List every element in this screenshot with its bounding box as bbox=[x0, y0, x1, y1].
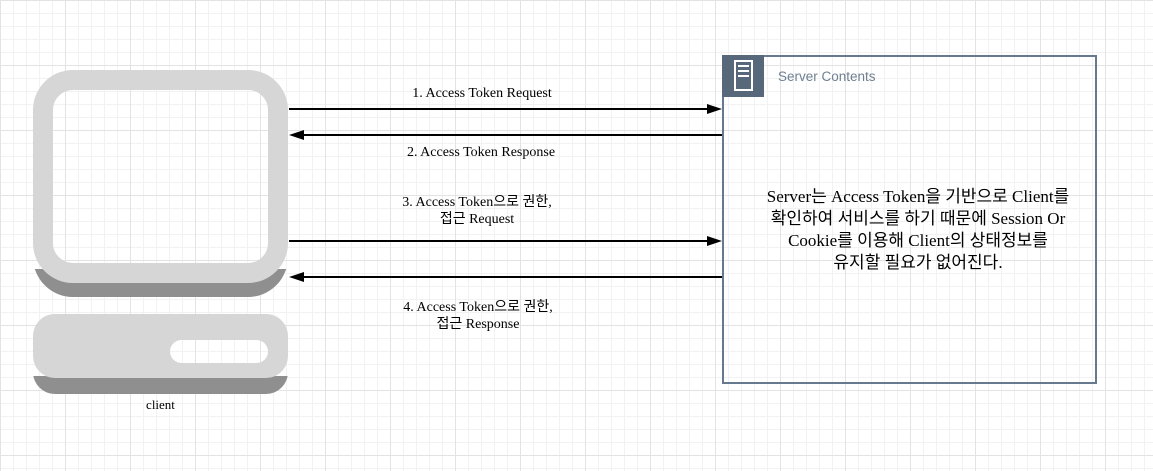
message-4-line2: 접근 Response bbox=[436, 317, 520, 332]
message-4-label: 4. Access Token으로 권한, 접근 Response bbox=[368, 299, 588, 333]
server-description-line2: 확인하여 서비스를 하기 때문에 Session Or bbox=[770, 209, 1066, 228]
keyboard-slot bbox=[170, 340, 268, 363]
server-rack-icon bbox=[722, 55, 764, 97]
client-label: client bbox=[146, 397, 175, 412]
server-description-line3: Cookie를 이용해 Client의 상태정보를 bbox=[788, 231, 1048, 250]
server-description-line4: 유지할 필요가 없어진다. bbox=[833, 253, 1003, 272]
server-title: Server Contents bbox=[778, 69, 876, 84]
monitor-screen bbox=[51, 88, 270, 265]
message-3-line1: 3. Access Token으로 권한, bbox=[402, 195, 552, 210]
server-description-line1: Server는 Access Token을 기반으로 Client를 bbox=[766, 187, 1070, 206]
arrowhead-right-icon bbox=[707, 104, 722, 114]
arrowhead-left-icon bbox=[289, 272, 304, 282]
arrowhead-left-icon bbox=[289, 130, 304, 140]
keyboard-shadow bbox=[33, 376, 288, 394]
arrowhead-right-icon bbox=[707, 236, 722, 246]
arrow-line bbox=[289, 240, 709, 242]
message-2-label: 2. Access Token Response bbox=[406, 145, 556, 160]
server-contents-box[interactable] bbox=[722, 55, 1097, 384]
server-description: Server는 Access Token을 기반으로 Client를 확인하여 … bbox=[732, 186, 1104, 274]
message-1-label: 1. Access Token Request bbox=[412, 86, 552, 101]
arrow-line bbox=[289, 108, 709, 110]
arrow-line bbox=[303, 134, 722, 136]
message-4-line1: 4. Access Token으로 권한, bbox=[403, 300, 553, 315]
message-3-label: 3. Access Token으로 권한, 접근 Request bbox=[367, 194, 587, 228]
arrow-line bbox=[303, 276, 722, 278]
monitor-frame bbox=[33, 70, 288, 283]
message-3-line2: 접근 Request bbox=[439, 212, 515, 227]
